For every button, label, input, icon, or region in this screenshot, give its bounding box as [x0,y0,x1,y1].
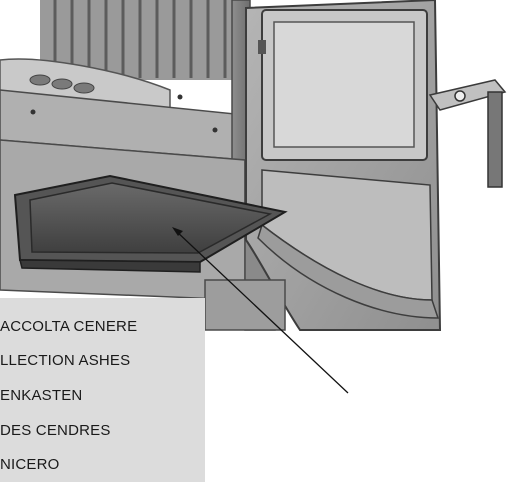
caption-box: ACCOLTA CENERE LLECTION ASHES ENKASTEN D… [0,298,205,482]
caption-line-english: LLECTION ASHES [0,352,131,369]
caption-line-italian: ACCOLTA CENERE [0,318,138,335]
stove-door [245,0,442,331]
caption-line-spanish: NICERO [0,456,60,473]
door-handle [428,79,507,188]
caption-line-french: DES CENDRES [0,422,111,439]
caption-line-german: ENKASTEN [0,387,83,404]
ash-tray [13,174,288,273]
leader-arrowhead [172,227,183,236]
stove-leg [204,279,286,331]
leader-line [174,229,349,394]
